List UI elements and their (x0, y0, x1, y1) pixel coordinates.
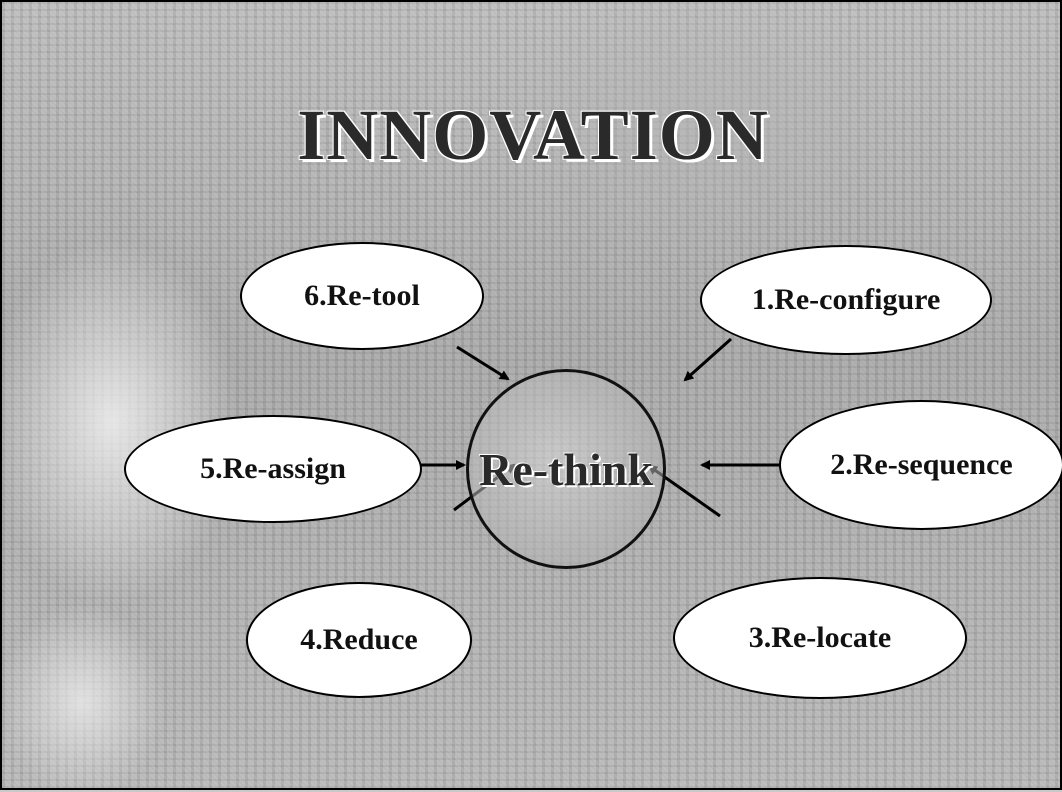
arrow-re-tool (456, 345, 510, 381)
node-label: 4.Reduce (300, 623, 418, 656)
node-label: 6.Re-tool (304, 279, 420, 312)
node-re-sequence: 2.Re-sequence (779, 400, 1062, 530)
node-re-configure: 1.Re-configure (700, 245, 992, 355)
node-re-tool: 6.Re-tool (240, 242, 484, 350)
node-label: 1.Re-configure (751, 283, 941, 316)
center-label: Re-think (479, 443, 653, 495)
slide-title: INNOVATION (297, 95, 769, 175)
node-label: 2.Re-sequence (830, 448, 1013, 481)
node-re-assign: 5.Re-assign (124, 415, 422, 523)
node-re-locate: 3.Re-locate (673, 577, 967, 699)
node-label: 3.Re-locate (748, 621, 892, 654)
center-node-re-think: Re-think (466, 369, 666, 569)
node-label: 5.Re-assign (200, 452, 346, 485)
node-reduce: 4.Reduce (246, 582, 472, 698)
arrow-re-configure (683, 337, 732, 382)
